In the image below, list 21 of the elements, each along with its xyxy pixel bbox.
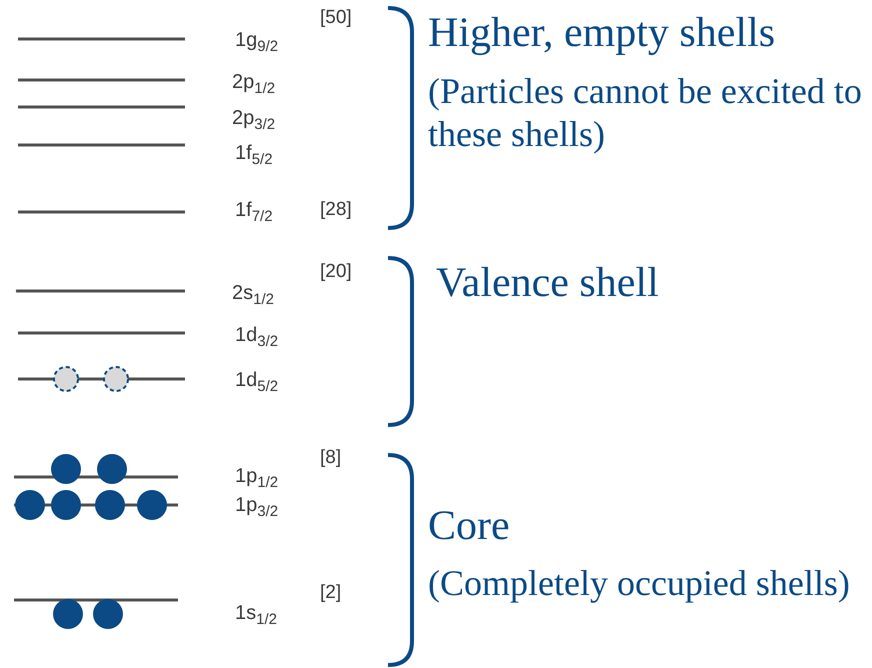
magic-number: [2]	[320, 583, 342, 602]
shell-label: 1f$_{7/2}$	[235, 200, 273, 224]
shell-label: 1d$_{5/2}$	[235, 370, 278, 394]
shell-label: 1s$_{1/2}$	[235, 603, 277, 627]
group-note: (Particles cannot be excited to these shells)	[428, 70, 863, 156]
group-note: (Completely occupied shells)	[428, 562, 851, 605]
shell-label: 2p$_{3/2}$	[232, 108, 276, 132]
group-heading: Higher, empty shells	[428, 12, 776, 54]
group-heading: Valence shell	[436, 262, 659, 304]
group-heading: Core	[428, 505, 510, 547]
shell-label: 2p$_{1/2}$	[232, 72, 276, 96]
shell-label: 1f$_{5/2}$	[235, 143, 273, 167]
shell-label: 1d$_{3/2}$	[235, 325, 278, 349]
magic-number: [8]	[320, 448, 342, 467]
magic-number: [50]	[320, 8, 352, 27]
shell-label: 1p$_{3/2}$	[235, 495, 278, 519]
magic-number: [28]	[320, 200, 352, 219]
magic-number: [20]	[320, 262, 352, 281]
shell-label: 1g$_{9/2}$	[235, 30, 278, 54]
shell-label: 2s$_{1/2}$	[232, 283, 274, 307]
shell-label: 1p$_{1/2}$	[235, 466, 278, 490]
